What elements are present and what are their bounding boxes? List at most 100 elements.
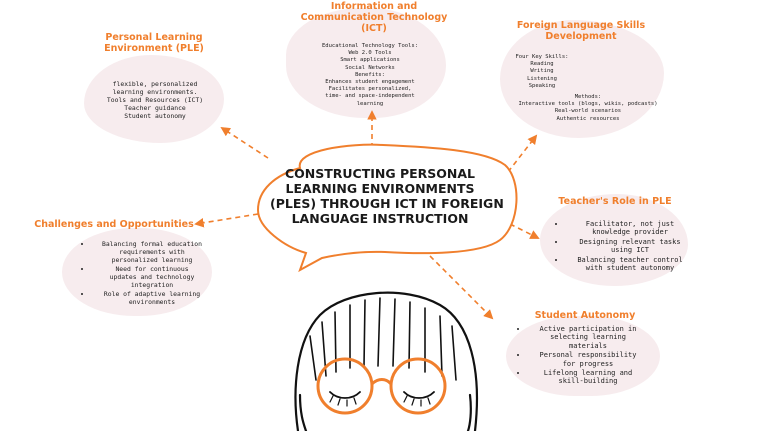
- fls-skills-line: Listening: [527, 75, 557, 82]
- ict-body-line: learning: [356, 100, 384, 107]
- fls-skills-line: Reading: [530, 61, 554, 68]
- ple-blob: [84, 55, 224, 143]
- list-item-line: with student autonomy: [585, 264, 675, 273]
- fls-title-line: Foreign Language Skills: [516, 20, 646, 31]
- fls-skills: Four Key Skills: Reading Writing Listeni…: [506, 54, 578, 90]
- list-item-line: materials: [569, 341, 607, 350]
- fls-methods-line: Real-world scenarios: [554, 108, 622, 115]
- list-item: Role of adaptive learning environments: [92, 290, 212, 306]
- speech-bubble: [256, 143, 518, 273]
- face-illustration: [294, 291, 478, 431]
- fls-skills-line: Speaking: [528, 82, 556, 89]
- list-item-line: knowledge provider: [592, 228, 668, 237]
- list-item-line: selecting learning: [550, 333, 626, 342]
- ple-title-line: Personal Learning: [105, 32, 203, 43]
- fls-methods: Methods: Interactive tools (blogs, wikis…: [510, 94, 666, 123]
- list-item-line: Balancing formal education: [101, 240, 203, 248]
- list-item-line: Lifelong learning and: [543, 369, 633, 378]
- ple-body: flexible, personalized learning environm…: [88, 80, 222, 120]
- central-title-line: LANGUAGE INSTRUCTION: [291, 211, 469, 226]
- list-item-line: Active participation in: [539, 325, 637, 333]
- ple-title-line: Environment (PLE): [104, 43, 204, 54]
- fls-methods-line: Authentic resources: [556, 115, 620, 122]
- teacher-blob: [540, 194, 688, 286]
- ict-title-line: Information and: [330, 1, 418, 12]
- list-item-line: Designing relevant tasks: [579, 237, 681, 246]
- list-item-line: Balancing teacher control: [577, 255, 683, 264]
- central-title-line: (PLES) THROUGH ICT IN FOREIGN: [270, 196, 504, 211]
- list-item: Lifelong learning and skill-building: [528, 369, 648, 386]
- list-item-line: for progress: [562, 359, 614, 368]
- list-item-line: updates and technology: [109, 273, 195, 281]
- arrow-to-ple: [220, 126, 269, 159]
- arrow-to-challenges: [194, 213, 259, 228]
- autonomy-list: Active participation in selecting learni…: [514, 325, 648, 387]
- eyelashes: [329, 395, 431, 407]
- list-item: Balancing teacher control with student a…: [566, 256, 694, 273]
- list-item: Designing relevant tasks using ICT: [566, 238, 694, 255]
- glasses-bridge: [370, 378, 393, 386]
- list-item: Personal responsibility for progress: [528, 351, 648, 368]
- list-item: Need for continuous updates and technolo…: [92, 265, 212, 289]
- list-item-line: using ICT: [611, 246, 649, 255]
- list-item: Active participation in selecting learni…: [528, 325, 648, 350]
- list-item-line: Personal responsibility: [539, 351, 637, 360]
- ict-body-line: Web 2.0 Tools: [348, 50, 392, 57]
- fls-skills-line: Writing: [530, 68, 554, 75]
- challenges-blob: [62, 228, 212, 316]
- list-item-line: Role of adaptive learning: [103, 290, 201, 298]
- ple-body-line: Student autonomy: [124, 112, 186, 120]
- face-sides: [298, 393, 472, 431]
- right-glasses-lens: [389, 357, 447, 415]
- arrow-to-autonomy: [429, 255, 494, 320]
- ple-title: Personal Learning Environment (PLE): [94, 32, 214, 54]
- ple-body-line: Teacher guidance: [124, 104, 186, 112]
- ict-title-line: (ICT): [361, 23, 387, 34]
- ple-body-line: Tools and Resources (ICT): [106, 96, 204, 104]
- list-item-line: Need for continuous: [115, 265, 189, 273]
- fls-blob: [500, 20, 664, 138]
- fls-skills-line: Four Key Skills:: [515, 54, 569, 60]
- ict-body-line: Social Networks: [345, 64, 395, 71]
- list-item-line: personalized learning: [111, 256, 193, 264]
- ict-body-line: Enhances student engagement: [325, 79, 415, 86]
- teacher-list: Facilitator, not just knowledge provider…: [552, 220, 694, 273]
- arrow-to-fls: [507, 134, 538, 173]
- fls-title: Foreign Language Skills Development: [500, 20, 662, 42]
- ict-body-line: Facilitates personalized,: [328, 86, 412, 93]
- left-glasses-lens: [316, 357, 374, 415]
- list-item-line: integration: [130, 281, 174, 289]
- ict-body: Educational Technology Tools: Web 2.0 To…: [292, 43, 448, 108]
- challenges-list: Balancing formal education requirements …: [78, 240, 212, 307]
- central-title: CONSTRUCTING PERSONAL LEARNING ENVIRONME…: [270, 166, 504, 226]
- ict-blob: [286, 8, 446, 118]
- list-item-line: Facilitator, not just: [585, 220, 675, 228]
- challenges-title: Challenges and Opportunities: [34, 219, 194, 230]
- list-item: Facilitator, not just knowledge provider: [566, 220, 694, 237]
- list-item-line: skill-building: [558, 377, 618, 386]
- list-item: Balancing formal education requirements …: [92, 240, 212, 264]
- teacher-title: Teacher's Role in PLE: [558, 196, 672, 207]
- ple-body-line: flexible, personalized: [112, 80, 198, 88]
- connector-arrows: [194, 110, 540, 320]
- hair-outline: [294, 291, 478, 431]
- ict-body-line: Smart applications: [340, 57, 400, 64]
- central-title-line: LEARNING ENVIRONMENTS: [285, 181, 475, 196]
- ict-body-line: Educational Technology Tools:: [321, 43, 419, 49]
- fls-methods-line: Interactive tools (blogs, wikis, podcast…: [518, 101, 658, 108]
- ict-body-line: Benefits:: [355, 71, 385, 78]
- central-title-line: CONSTRUCTING PERSONAL: [284, 166, 476, 181]
- autonomy-blob: [506, 316, 660, 396]
- ict-body-line: time- and space-independent: [325, 93, 415, 100]
- list-item-line: requirements with: [119, 248, 185, 256]
- autonomy-title: Student Autonomy: [534, 310, 636, 321]
- list-item-line: environments: [128, 298, 176, 306]
- ple-body-line: learning environments.: [112, 88, 198, 96]
- ict-title: Information and Communication Technology…: [296, 1, 452, 34]
- fls-title-line: Development: [545, 31, 617, 42]
- closed-eyes: [329, 391, 435, 399]
- fls-methods-line: Methods:: [574, 94, 602, 100]
- bangs-strands: [309, 297, 457, 381]
